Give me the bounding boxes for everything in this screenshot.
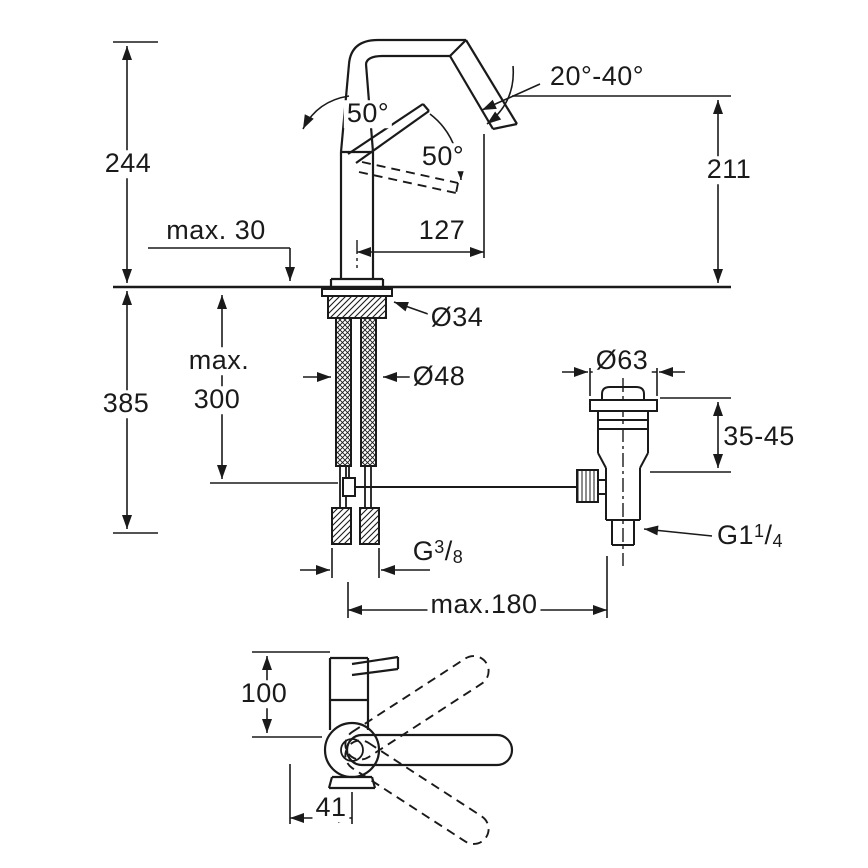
below-deck-hoses	[321, 240, 577, 545]
thread-label-g114: G11/4	[713, 519, 787, 551]
thread-label-g38: G3/8	[409, 535, 467, 567]
dimension-lines	[113, 41, 731, 824]
angle-label-50-side: 50°	[418, 143, 468, 171]
thread-g114-slash: /	[764, 519, 773, 550]
thread-g38-slash: /	[444, 535, 453, 566]
spout-swivel-down	[344, 739, 490, 845]
dim-label-244: 244	[101, 150, 155, 178]
angle-label-50-front: 50°	[343, 100, 393, 128]
thread-g38-denominator: 8	[452, 546, 464, 567]
handle-arc-side	[429, 113, 466, 181]
dim-label-35-45: 35-45	[720, 423, 798, 451]
handle-arc-front	[302, 95, 350, 130]
faucet-side-view	[323, 655, 514, 845]
handle-alt-position	[358, 161, 459, 194]
thread-g38-numerator: 3	[434, 536, 445, 557]
dim-label-max30: max. 30	[163, 217, 269, 245]
dim-label-max180: max.180	[427, 591, 541, 619]
dia-label-48: Ø48	[409, 363, 469, 391]
thread-g38-base: G	[412, 535, 435, 566]
thread-g114-denominator: 4	[772, 530, 784, 551]
thread-g114-base: G1	[716, 519, 754, 550]
dim-label-211: 211	[703, 156, 755, 184]
dia-label-63: Ø63	[592, 347, 652, 375]
dim-label-max300-line1: max.	[185, 347, 253, 375]
dim-label-385: 385	[99, 390, 153, 418]
pop-up-waste-assembly	[576, 378, 658, 566]
dia-label-34: Ø34	[427, 304, 487, 332]
thread-g114-numerator: 1	[753, 520, 765, 541]
angle-label-20-40: 20°-40°	[546, 63, 648, 91]
dim-label-max300-line2: 300	[190, 386, 244, 414]
spout-swivel-up	[344, 655, 490, 761]
faucet-front-view	[302, 38, 518, 287]
dim-label-127: 127	[415, 217, 469, 245]
dim-label-100: 100	[237, 680, 291, 708]
dim-label-41: 41	[312, 794, 350, 822]
